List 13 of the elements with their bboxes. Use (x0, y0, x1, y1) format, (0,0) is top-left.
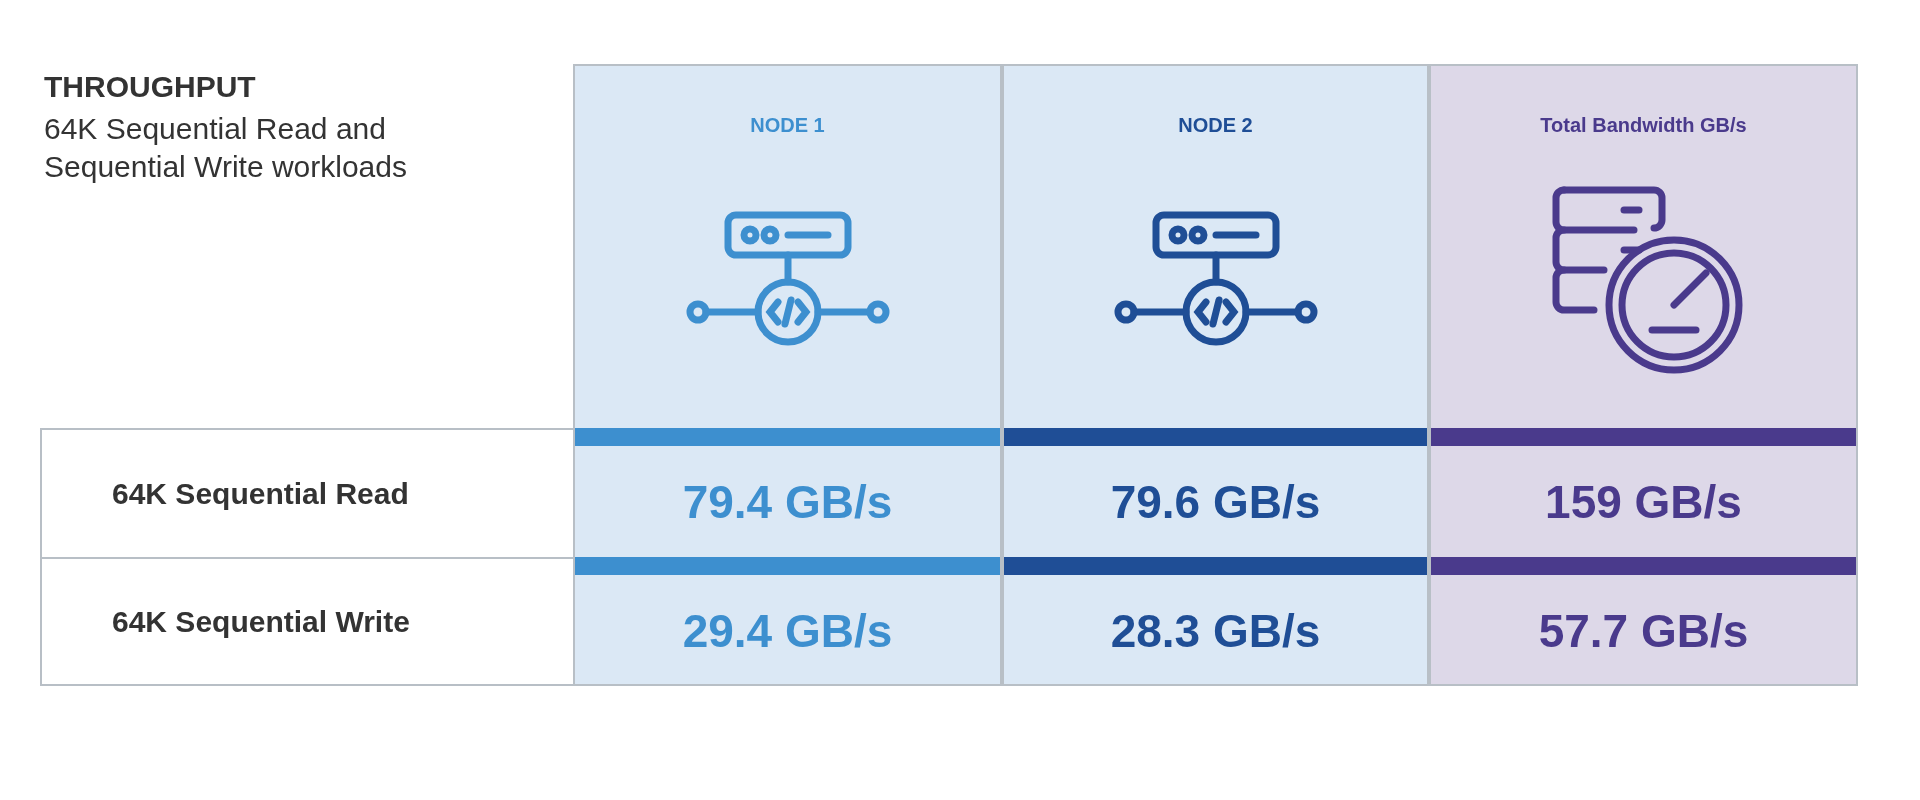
value-text: 159 GB/s (1545, 474, 1742, 529)
value-text: 57.7 GB/s (1538, 603, 1749, 658)
value-text: 79.4 GB/s (682, 474, 893, 529)
table-subtitle: 64K Sequential Read and Sequential Write workloads (44, 111, 408, 185)
value-text: 79.6 GB/s (1110, 474, 1321, 529)
column-header: NODE 2 (1178, 113, 1253, 137)
column-header: Total Bandwidth GB/s (1540, 113, 1747, 137)
row-label: 64K Sequential Read (40, 428, 575, 559)
table-title: THROUGHPUT (44, 70, 256, 104)
value-text: 29.4 GB/s (682, 603, 893, 658)
value-text: 28.3 GB/s (1110, 603, 1321, 658)
column-header: NODE 1 (750, 113, 825, 137)
row-label: 64K Sequential Write (40, 557, 575, 686)
